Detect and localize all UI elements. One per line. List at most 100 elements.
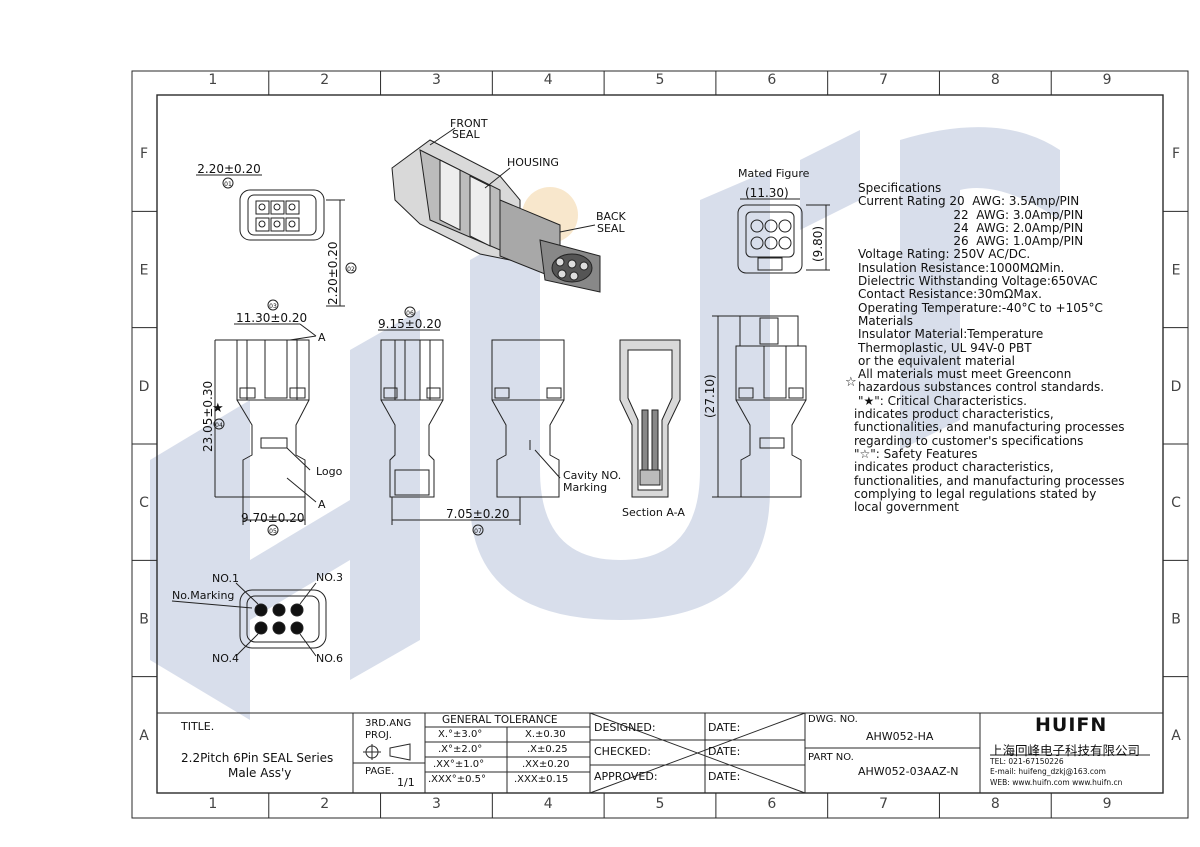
spec-line: Insulation Resistance:1000MΩMin.	[858, 260, 1065, 275]
tolerance-angle-1: X.°±3.0°	[438, 729, 483, 740]
dim-01-ref: 01	[224, 181, 232, 188]
side-view-side	[378, 306, 521, 536]
projection-line-2: PROJ.	[365, 730, 392, 741]
grid-col-bottom: 2	[320, 796, 329, 812]
grid-col-top: 3	[432, 72, 441, 88]
dim-06-value: 9.15±0.20	[378, 317, 442, 331]
side-view-front	[213, 299, 317, 536]
spec-line: Insulator Material:Temperature	[858, 327, 1044, 342]
drawing-frame	[131, 70, 1189, 819]
approved-label: APPROVED:	[594, 770, 658, 783]
grid-row-right: C	[1171, 495, 1181, 511]
spec-line: Voltage Rating: 250V AC/DC.	[858, 247, 1031, 262]
side-view-rear	[491, 339, 565, 498]
grid-row-left: F	[140, 146, 148, 162]
spec-line: hazardous substances control standards.	[858, 380, 1105, 395]
section-mark-top: A	[318, 331, 326, 344]
dim-02-value: 2.20±0.20	[326, 242, 340, 306]
callout-housing: HOUSING	[507, 156, 559, 169]
spec-line: indicates product characteristics,	[854, 407, 1054, 422]
dim-06-ref: 06	[406, 310, 414, 317]
spec-line: 24 AWG: 2.0Amp/PIN	[858, 220, 1084, 235]
spec-line: local government	[854, 500, 959, 515]
title-line-1: 2.2Pitch 6Pin SEAL Series	[181, 751, 334, 765]
isometric-view	[391, 127, 601, 293]
mated-figure: (9.80)	[737, 198, 830, 274]
grid-col-top: 7	[879, 72, 888, 88]
grid-col-top: 4	[544, 72, 553, 88]
section-label: Section A-A	[622, 506, 685, 519]
grid-col-bottom: 3	[432, 796, 441, 812]
projection-line-1: 3RD.ANG	[365, 718, 412, 729]
company-web: WEB: www.huifn.com www.huifn.cn	[990, 778, 1123, 787]
spec-line: Dielectric Withstanding Voltage:650VAC	[858, 274, 1098, 289]
grid-col-top: 2	[320, 72, 329, 88]
spec-line: "★": Critical Characteristics.	[858, 393, 1027, 408]
callout-no1: NO.1	[212, 572, 239, 585]
grid-row-left: E	[140, 263, 149, 279]
tolerance-linear-4: .XXX±0.15	[514, 774, 569, 785]
company-email: E-mail: huifeng_dzkj@163.com	[990, 767, 1106, 776]
spec-line: functionalities, and manufacturing proce…	[854, 420, 1125, 435]
grid-col-bottom: 6	[767, 796, 776, 812]
callout-no-marking: No.Marking	[172, 589, 234, 602]
grid-col-top: 6	[767, 72, 776, 88]
grid-col-top: 1	[208, 72, 217, 88]
grid-row-right: E	[1172, 263, 1181, 279]
pin-numbering-view	[171, 582, 327, 657]
checked-label: CHECKED:	[594, 745, 651, 758]
tolerance-linear-1: X.±0.30	[525, 729, 566, 740]
grid-row-left: A	[139, 728, 149, 744]
title-label: TITLE.	[181, 720, 215, 733]
designed-label: DESIGNED:	[594, 721, 656, 734]
callout-no6: NO.6	[316, 652, 343, 665]
callout-no4: NO.4	[212, 652, 239, 665]
spec-line: functionalities, and manufacturing proce…	[854, 473, 1125, 488]
safety-star-icon: ☆	[845, 375, 857, 390]
callout-back-seal-1: BACK	[596, 210, 627, 223]
grid-row-right: D	[1171, 379, 1182, 395]
grid-col-bottom: 5	[656, 796, 665, 812]
grid-col-bottom: 1	[208, 796, 217, 812]
dim-03-ref: 03	[269, 303, 277, 310]
tolerance-title: GENERAL TOLERANCE	[442, 714, 558, 726]
grid-row-left: D	[139, 379, 150, 395]
part-no-value: AHW052-03AAZ-N	[858, 765, 959, 778]
page-label: PAGE.	[365, 766, 395, 777]
dwg-no-label: DWG. NO.	[808, 714, 858, 725]
title-block	[157, 712, 1163, 794]
tolerance-angle-2: .X°±2.0°	[438, 744, 483, 755]
grid-row-right: B	[1171, 612, 1181, 628]
grid-col-bottom: 7	[879, 796, 888, 812]
grid-col-top: 5	[656, 72, 665, 88]
part-no-label: PART NO.	[808, 752, 854, 763]
grid-col-bottom: 4	[544, 796, 553, 812]
spec-line: complying to legal regulations stated by	[854, 486, 1097, 501]
dim-01-value: 2.20±0.20	[197, 162, 261, 176]
spec-line: or the equivalent material	[858, 353, 1015, 368]
grid-col-bottom: 8	[991, 796, 1000, 812]
tolerance-angle-4: .XXX°±0.5°	[428, 774, 487, 785]
mated-figure-label: Mated Figure	[738, 167, 810, 180]
dim-04-value: 23.05±0.30	[201, 381, 215, 452]
spec-line: 26 AWG: 1.0Amp/PIN	[858, 234, 1084, 249]
section-view	[619, 339, 681, 498]
callout-cavity-2: Marking	[563, 481, 607, 494]
tolerance-angle-3: .XX°±1.0°	[433, 759, 485, 770]
grid-col-bottom: 9	[1103, 796, 1112, 812]
page-value: 1/1	[397, 776, 415, 789]
title-line-2: Male Ass'y	[228, 766, 292, 780]
grid-row-right: A	[1171, 728, 1181, 744]
company-name: 上海回峰电子科技有限公司	[990, 743, 1141, 758]
callout-logo: Logo	[316, 465, 343, 478]
dwg-no-value: AHW052-HA	[866, 730, 934, 743]
grid-row-left: B	[139, 612, 149, 628]
callout-front-seal-1: FRONT	[450, 117, 488, 130]
dim-07-value: 7.05±0.20	[446, 507, 510, 521]
date-label-3: DATE:	[708, 770, 741, 783]
date-label-2: DATE:	[708, 745, 741, 758]
callout-front-seal-2: SEAL	[452, 128, 480, 141]
